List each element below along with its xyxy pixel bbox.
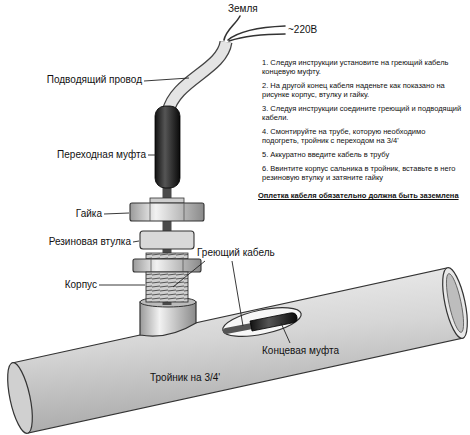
instruction-note: 6. Ввинтите корпус сальника в тройник, в… (262, 164, 462, 182)
leader-line (104, 213, 129, 214)
instruction-note: 5. Аккуратно введите кабель в трубу (262, 150, 462, 159)
heating-cable-inside (226, 326, 252, 331)
instruction-note: 1. Следуя инструкции установите на греющ… (262, 58, 462, 76)
pipe-end-left (3, 361, 38, 435)
part-label: Тройник на 3/4' (150, 372, 220, 384)
nut-body (130, 203, 204, 221)
warning-note: Оплетка кабеля обязательно должна быть з… (258, 191, 464, 200)
transition-sleeve (155, 106, 180, 188)
pipe-end-inner (443, 272, 467, 333)
part-label: Концевая муфта (262, 345, 339, 357)
part-label: Греющий кабель (197, 247, 275, 259)
supply-wires (224, 16, 285, 41)
rubber-bushing (140, 231, 194, 249)
leader-line (144, 78, 189, 81)
cutaway-window (220, 302, 303, 342)
instruction-note: 3. Следуя инструкции соедините греющий и… (262, 104, 462, 122)
instruction-note: 4. Смонтируйте на трубе, которую необход… (262, 127, 462, 145)
neutral-wire (229, 34, 285, 41)
leader-lines (99, 78, 290, 343)
leader-line (281, 323, 290, 343)
part-label: Резиновая втулка (49, 236, 131, 248)
end-sleeve (250, 313, 297, 331)
pipe-cutaway (220, 302, 303, 342)
nut-facet (184, 203, 185, 221)
pipe (3, 266, 470, 435)
housing-thread (146, 272, 188, 302)
housing-top-thread (146, 253, 188, 259)
part-label: Переходная муфта (57, 149, 146, 161)
part-label: Гайка (76, 208, 102, 220)
part-label: Земля (228, 3, 258, 15)
phase-wire (228, 26, 285, 40)
leader-line (99, 285, 145, 286)
leader-line (133, 241, 139, 242)
leader-line (173, 261, 205, 287)
housing-facet (151, 259, 152, 272)
gland-housing (133, 253, 201, 302)
part-label: Подводящий провод (47, 74, 142, 86)
leader-line (148, 155, 156, 156)
housing-hex (133, 259, 201, 272)
nut-collar (150, 198, 184, 203)
supply-cable (168, 42, 226, 112)
nut (130, 198, 204, 221)
pipe-end-right (438, 266, 470, 341)
part-label: ~220В (288, 24, 317, 36)
leader-line (232, 261, 243, 326)
instruction-note: 2. На другой конец кабеля наденьте как п… (262, 81, 462, 99)
housing-facet (183, 259, 184, 272)
supply-cable-outline (168, 42, 226, 112)
nut-facet (150, 203, 151, 221)
part-label: Корпус (65, 279, 97, 291)
